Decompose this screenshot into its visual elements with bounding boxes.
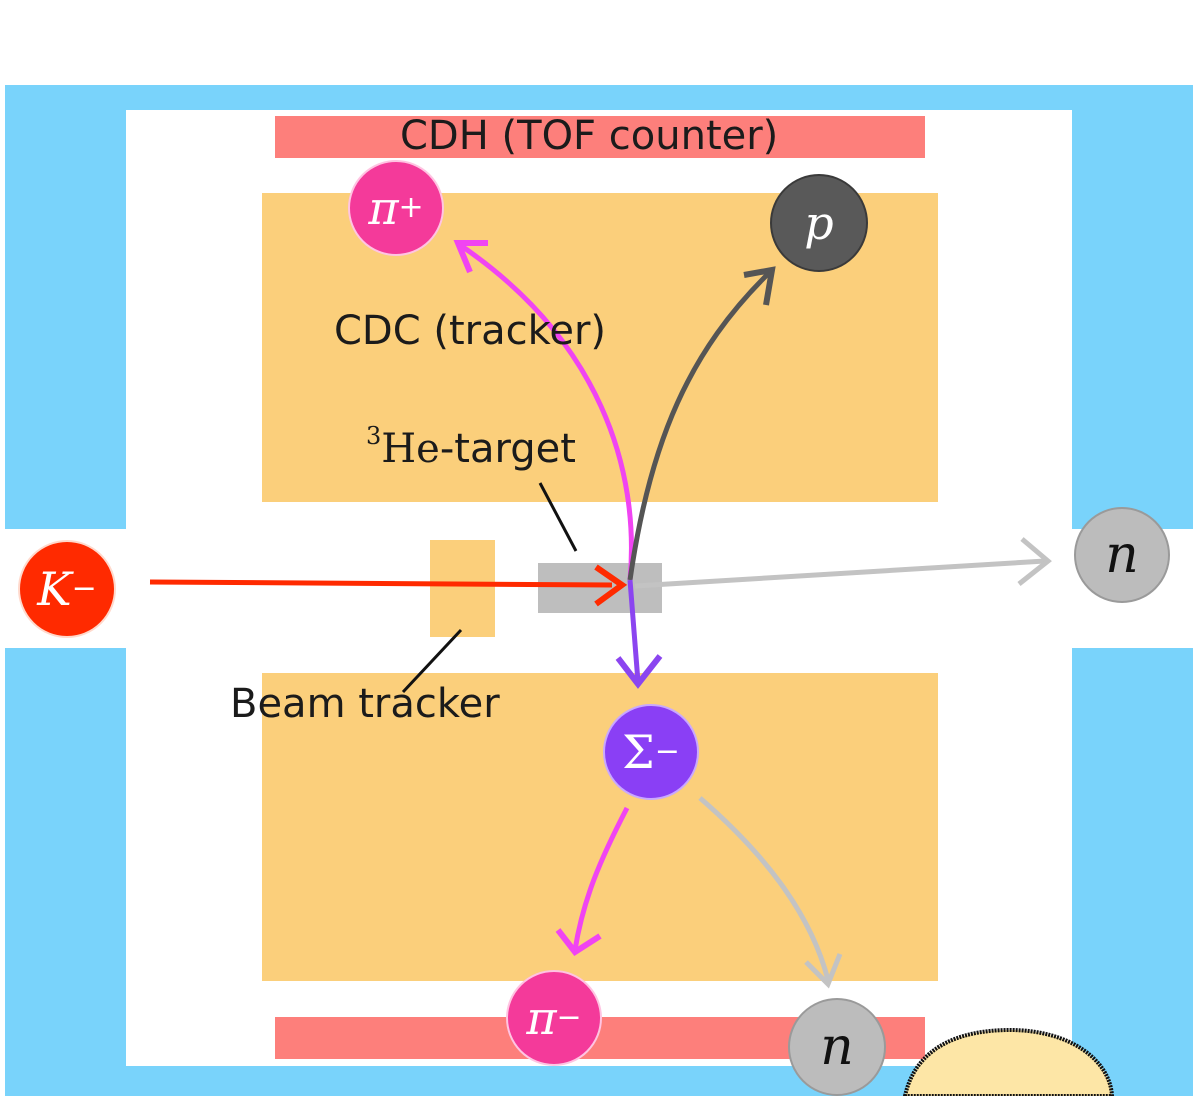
beam-tracker-pointer-line xyxy=(401,628,463,694)
k-minus-symbol: K xyxy=(37,562,72,616)
proton-track xyxy=(627,266,776,581)
magnet-yoke xyxy=(5,85,1193,529)
target-isotope: 3 xyxy=(366,422,382,450)
sigma-minus-track xyxy=(615,579,663,689)
pi-plus-track xyxy=(453,240,634,581)
cdc-block-bottom xyxy=(262,673,938,981)
cdh-bar-top xyxy=(275,116,925,158)
k-minus-charge: − xyxy=(71,571,97,606)
k-minus-track xyxy=(149,564,628,607)
k-minus-particle: K− xyxy=(18,540,116,638)
sigma-minus-particle: Σ− xyxy=(603,704,699,800)
beam-tracker xyxy=(430,540,495,637)
target-suffix: -target xyxy=(439,426,576,472)
cdc-label: CDC (tracker) xyxy=(334,308,607,354)
pi-plus-symbol: π xyxy=(368,181,399,235)
neutron-particle-right: n xyxy=(1074,507,1170,603)
bottom-right-blob xyxy=(902,1027,1115,1096)
neutron-decay-track xyxy=(698,796,843,989)
beam-tracker-label: Beam tracker xyxy=(230,681,500,727)
target-label: 3He-target xyxy=(366,424,576,469)
sigma-minus-symbol: Σ xyxy=(622,725,655,779)
neutron-particle-bottom: n xyxy=(788,998,886,1096)
neutron-symbol-right: n xyxy=(1105,525,1139,585)
pi-plus-particle: π+ xyxy=(348,160,444,256)
sigma-minus-charge: − xyxy=(654,734,680,769)
pi-minus-particle: π− xyxy=(506,970,602,1066)
target-element: He xyxy=(381,426,440,472)
proton-particle: p xyxy=(770,174,868,272)
pi-minus-charge: − xyxy=(556,1000,582,1035)
cdh-label: CDH (TOF counter) xyxy=(400,113,779,159)
proton-symbol: p xyxy=(804,196,834,250)
target-pointer-line xyxy=(538,482,578,552)
pi-minus-symbol: π xyxy=(526,991,557,1045)
neutron-symbol-bottom: n xyxy=(820,1017,854,1077)
pi-plus-charge: + xyxy=(398,190,424,225)
pi-minus-track xyxy=(555,806,630,957)
neutron-track xyxy=(634,537,1052,589)
